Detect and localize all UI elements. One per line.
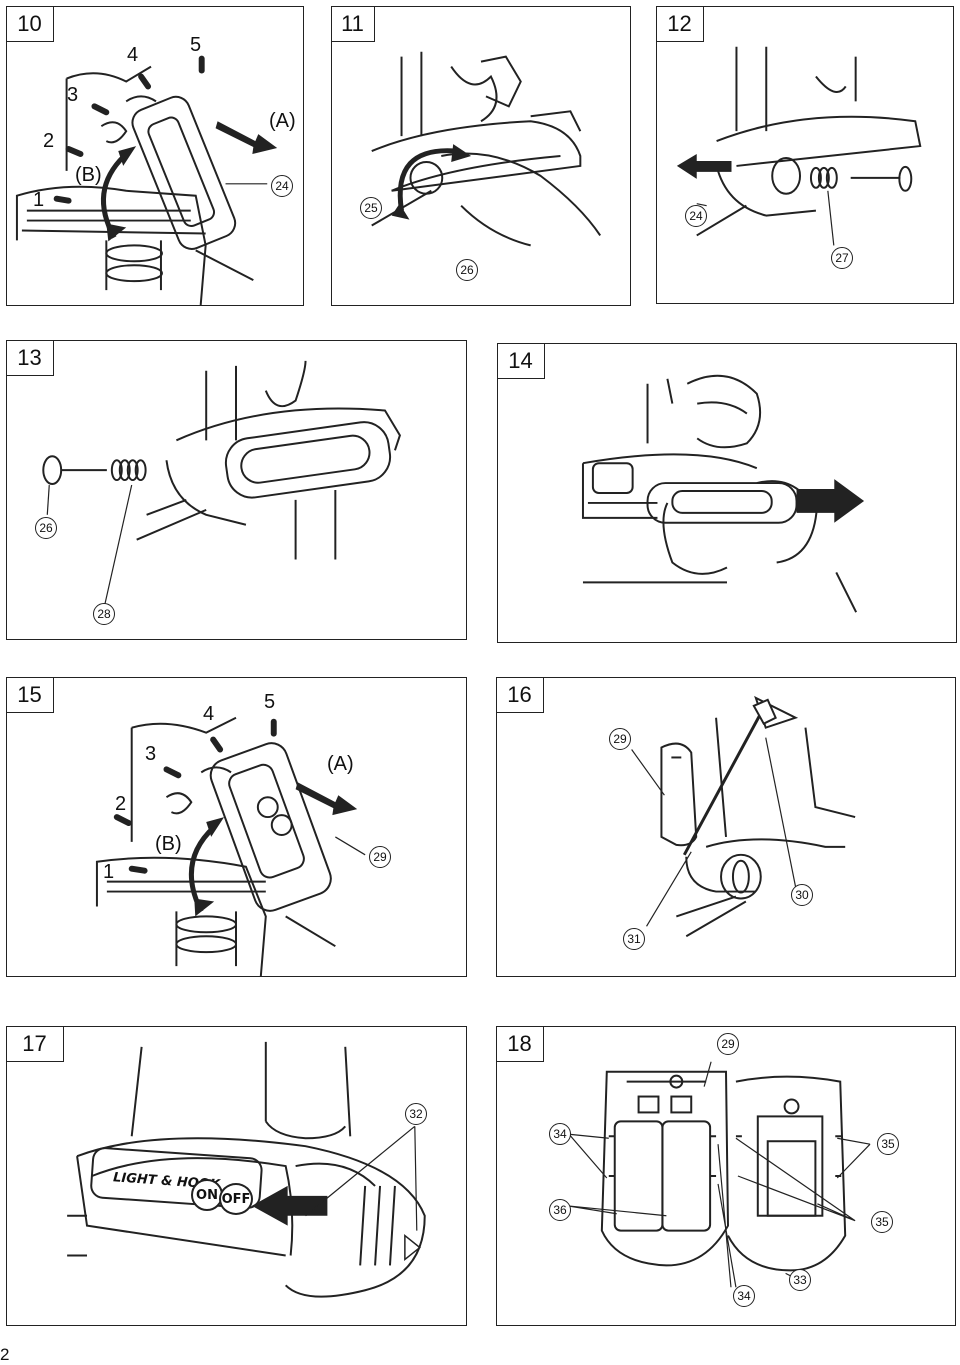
callout-33: 33 <box>789 1269 811 1291</box>
callout-24: 24 <box>271 175 293 197</box>
label-b: (B) <box>75 164 102 186</box>
label-3: 3 <box>67 84 79 106</box>
callout-28: 28 <box>93 603 115 625</box>
tool-illustration <box>631 695 856 938</box>
figure-11: 11 25 26 <box>331 6 631 306</box>
figure-number: 10 <box>7 7 54 42</box>
callout-34: 34 <box>733 1285 755 1307</box>
callout-31: 31 <box>623 928 645 950</box>
callout-35: 35 <box>877 1133 899 1155</box>
callout-32: 32 <box>405 1103 427 1125</box>
figure-number: 12 <box>657 7 704 42</box>
on-button[interactable]: ON <box>191 1179 223 1211</box>
label-a: (A) <box>327 753 354 775</box>
label-3: 3 <box>145 743 157 765</box>
figure-10: 10 1 2 3 4 5 (A) (B) 24 <box>6 6 304 306</box>
callout-27: 27 <box>831 247 853 269</box>
figure-number: 18 <box>497 1027 544 1062</box>
tool-illustration <box>15 55 278 305</box>
callout-26: 26 <box>456 259 478 281</box>
callout-29: 29 <box>609 728 631 750</box>
tool-illustration <box>67 1041 426 1298</box>
figure-15: 15 1 2 3 4 5 (A) (B) 29 <box>6 677 467 977</box>
figure-number: 11 <box>332 7 375 42</box>
callout-30: 30 <box>791 884 813 906</box>
page-number: 2 <box>0 1345 10 1364</box>
figure-18: 18 29 34 35 36 35 34 <box>496 1026 956 1326</box>
figure-12: 12 24 27 <box>656 6 954 304</box>
figure-14: 14 <box>497 343 957 643</box>
callout-35: 35 <box>871 1211 893 1233</box>
figure-number: 13 <box>7 341 54 376</box>
tool-illustration <box>95 716 366 976</box>
callout-36: 36 <box>549 1199 571 1221</box>
figure-number: 17 <box>7 1027 64 1062</box>
figure-number: 14 <box>498 344 545 379</box>
label-4: 4 <box>127 44 139 66</box>
tool-illustration <box>581 374 865 613</box>
callout-34: 34 <box>549 1123 571 1145</box>
figure-13: 13 26 28 <box>6 340 467 640</box>
figure-number: 16 <box>497 678 544 713</box>
tool-illustration <box>371 51 602 247</box>
figure-number: 15 <box>7 678 54 713</box>
label-5: 5 <box>190 34 202 56</box>
tool-illustration <box>42 360 401 605</box>
figure-17: 17 LIGHT & HOOK ON OFF 32 <box>6 1026 467 1326</box>
label-2: 2 <box>115 793 127 815</box>
callout-24: 24 <box>685 205 707 227</box>
label-1: 1 <box>33 189 45 211</box>
callout-29: 29 <box>369 846 391 868</box>
label-b: (B) <box>155 833 182 855</box>
label-1: 1 <box>103 861 115 883</box>
label-4: 4 <box>203 703 215 725</box>
callout-29: 29 <box>717 1033 739 1055</box>
off-button[interactable]: OFF <box>219 1183 253 1215</box>
callout-25: 25 <box>360 197 382 219</box>
label-2: 2 <box>43 130 55 152</box>
callout-26: 26 <box>35 517 57 539</box>
label-5: 5 <box>264 691 276 713</box>
tool-illustration <box>676 46 922 246</box>
label-a: (A) <box>269 110 296 132</box>
tool-illustration <box>566 1061 871 1288</box>
figure-16: 16 29 30 31 <box>496 677 956 977</box>
